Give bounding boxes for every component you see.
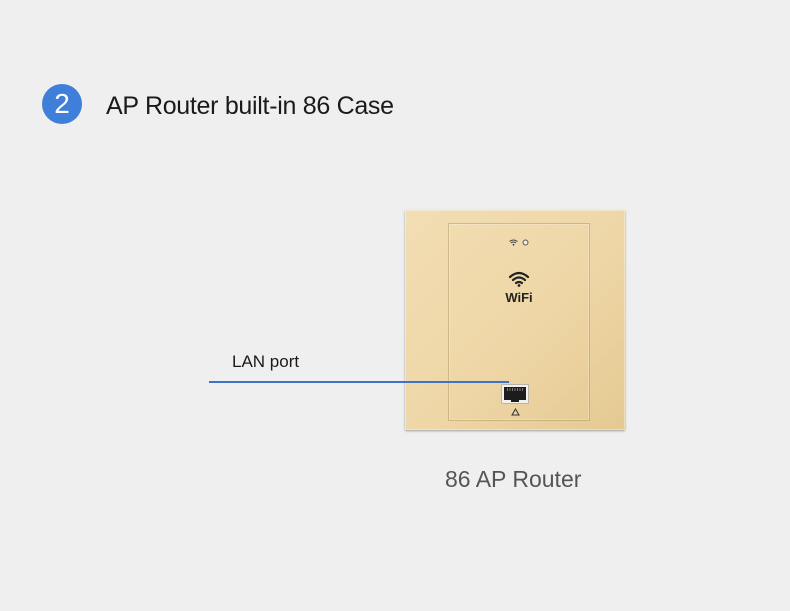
device-caption: 86 AP Router bbox=[445, 466, 582, 492]
recycle-icon bbox=[511, 408, 520, 416]
page-title: AP Router built-in 86 Case bbox=[106, 92, 394, 120]
wifi-logo: WiFi bbox=[495, 271, 543, 304]
wifi-icon bbox=[508, 271, 530, 287]
step-number-badge: 2 bbox=[42, 84, 82, 124]
wifi-signal-icon bbox=[509, 239, 518, 246]
panel-faceplate: WiFi bbox=[448, 223, 590, 421]
lan-cable-line bbox=[209, 381, 509, 383]
wifi-logo-text: WiFi bbox=[505, 290, 533, 305]
status-indicators bbox=[509, 239, 529, 246]
lan-port-label: LAN port bbox=[232, 352, 300, 371]
ethernet-port-icon bbox=[501, 384, 529, 404]
power-led-icon bbox=[522, 239, 529, 246]
wall-router-panel: WiFi bbox=[405, 210, 625, 430]
